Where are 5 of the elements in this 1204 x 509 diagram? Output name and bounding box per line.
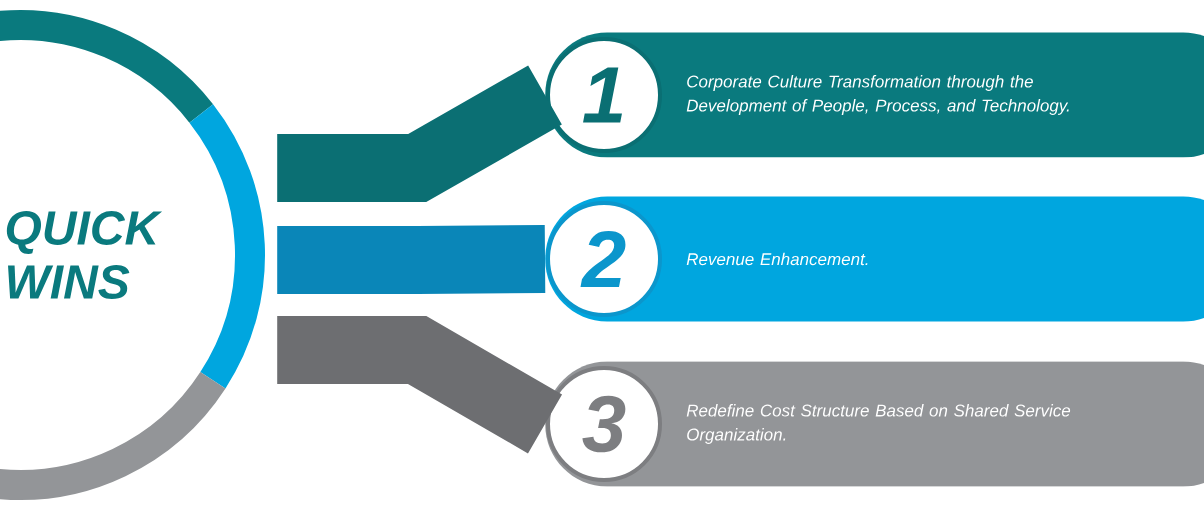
- ribbon: [277, 225, 546, 294]
- banner-text: Revenue Enhancement.: [686, 252, 868, 266]
- banner-text: Redefine Cost Structure Based on Shared Service Organization.: [686, 404, 1071, 444]
- banner-text: Corporate Culture Transformation through the Development of People, Process, and Technology.: [686, 75, 1069, 115]
- title-text: QUICK WINS: [6, 211, 163, 299]
